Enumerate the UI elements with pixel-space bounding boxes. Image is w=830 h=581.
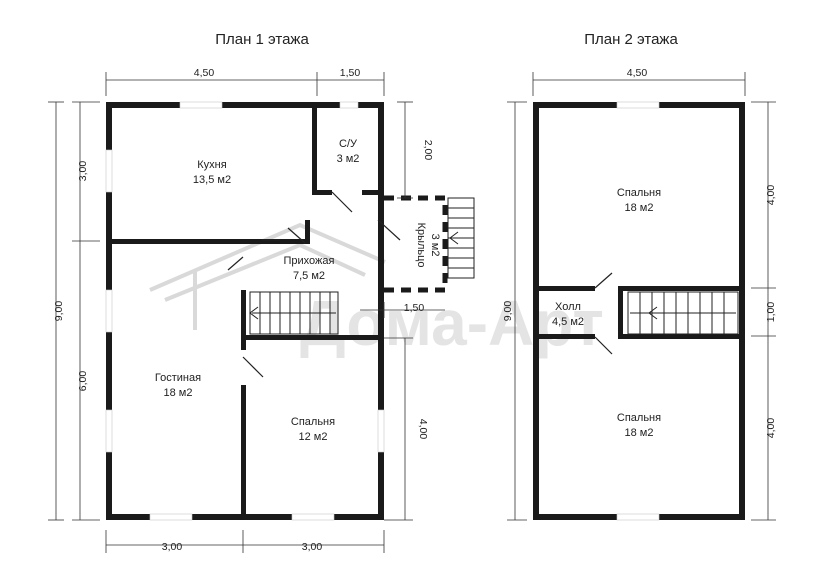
- f1-door-porch: [377, 219, 401, 241]
- f2-window-top: [616, 101, 660, 109]
- f2-stairs: [627, 291, 739, 335]
- f2-door-bedroom-top: [594, 272, 613, 289]
- f2-dim-right-lower: 4,00: [765, 418, 777, 439]
- f2-wall-upper-b: [618, 286, 745, 291]
- f1-bath-name: С/У: [339, 138, 358, 150]
- f2-bedroom-top-area: 18 м2: [625, 202, 654, 214]
- f1-window-bedroom-right: [377, 409, 385, 453]
- f2-bedroom-top-name: Спальня: [617, 187, 661, 199]
- f1-window-living-left-1: [105, 289, 113, 333]
- f2-wall-lower-a: [533, 334, 595, 339]
- watermark-house-icon: [149, 222, 386, 330]
- f1-wall-bath-bottom-a: [312, 190, 332, 195]
- f2-hall-name: Холл: [555, 301, 581, 313]
- f1-wall-stair-bottom: [241, 335, 381, 340]
- f2-dimensions: [507, 72, 776, 521]
- f1-dim-left-total: 9,00: [53, 301, 65, 322]
- f1-hallway-name: Прихожая: [284, 255, 335, 267]
- f2-wall-lower-b: [618, 334, 745, 339]
- f1-window-kitchen-left: [105, 149, 113, 193]
- floor2-plan: Спальня 18 м2 Холл 4,5 м2 Спальня 18 м2 …: [502, 67, 777, 521]
- f2-wall-right: [739, 102, 745, 520]
- f2-dim-left-total: 9,00: [502, 301, 514, 322]
- f1-door-bedroom: [242, 356, 264, 378]
- f1-wall-right: [378, 102, 384, 520]
- f2-dim-top: 4,50: [627, 67, 648, 79]
- f1-stairs: [249, 291, 339, 335]
- f1-door-kitchen: [287, 227, 306, 244]
- f1-wall-stair-left: [241, 290, 246, 350]
- f1-porch-area: 3 м2: [429, 234, 441, 257]
- f1-porch: [384, 195, 475, 293]
- floor1-plan: Кухня 13,5 м2 С/У 3 м2 Прихожая 7,5 м2 Г…: [48, 67, 475, 553]
- f1-bedroom-name: Спальня: [291, 416, 335, 428]
- f1-door-bath: [331, 191, 353, 213]
- f1-dim-top-left: 4,50: [194, 67, 215, 79]
- watermark: Дома-Арт: [149, 222, 604, 359]
- f2-window-bottom: [616, 513, 660, 521]
- f2-wall-hall-right: [618, 286, 623, 338]
- f1-dim-porch-width: 1,50: [404, 302, 425, 314]
- f1-kitchen-name: Кухня: [197, 159, 226, 171]
- f2-bedroom-bottom-name: Спальня: [617, 412, 661, 424]
- f1-wall-living-right: [241, 385, 246, 517]
- f1-dim-right-lower: 4,00: [417, 419, 429, 440]
- f1-wall-kitchen-bottom: [106, 239, 310, 244]
- watermark-text: Дома-Арт: [300, 287, 604, 359]
- f1-bedroom-area: 12 м2: [299, 431, 328, 443]
- f1-dim-right-porch: 2,00: [422, 140, 434, 161]
- f1-window-living-bottom: [149, 513, 193, 521]
- f1-kitchen-area: 13,5 м2: [193, 174, 231, 186]
- f1-dimensions: [48, 72, 445, 553]
- f1-wall-hall-stub: [305, 220, 310, 244]
- f1-window-bedroom-bottom: [291, 513, 335, 521]
- f2-dim-right-middle: 1,00: [765, 302, 777, 323]
- f2-wall-left: [533, 102, 539, 520]
- floor2-title: План 2 этажа: [584, 31, 678, 48]
- f1-dim-bottom-right: 3,00: [302, 541, 323, 553]
- f1-window-living-left-2: [105, 409, 113, 453]
- f1-wall-bath-bottom-b: [362, 190, 384, 195]
- floor1-title: План 1 этажа: [215, 31, 309, 48]
- f1-door-living: [227, 256, 244, 271]
- f1-wall-bath-left: [312, 102, 317, 192]
- f2-door-bedroom-bottom: [594, 336, 613, 355]
- f2-bedroom-bottom-area: 18 м2: [625, 427, 654, 439]
- f1-living-area: 18 м2: [164, 387, 193, 399]
- f2-wall-upper-a: [533, 286, 595, 291]
- f1-dim-left-lower: 6,00: [77, 371, 89, 392]
- f2-dim-right-upper: 4,00: [765, 185, 777, 206]
- f1-dim-bottom-left: 3,00: [162, 541, 183, 553]
- f1-wall-top: [106, 102, 384, 108]
- f1-window-bath: [339, 101, 359, 109]
- f1-porch-name: Крыльцо: [415, 223, 427, 268]
- f2-hall-area: 4,5 м2: [552, 316, 584, 328]
- f1-living-name: Гостиная: [155, 372, 201, 384]
- f1-bath-area: 3 м2: [337, 153, 360, 165]
- f1-hallway-area: 7,5 м2: [293, 270, 325, 282]
- f1-dim-left-upper: 3,00: [77, 161, 89, 182]
- f1-dim-top-right: 1,50: [340, 67, 361, 79]
- f1-window-kitchen: [179, 101, 223, 109]
